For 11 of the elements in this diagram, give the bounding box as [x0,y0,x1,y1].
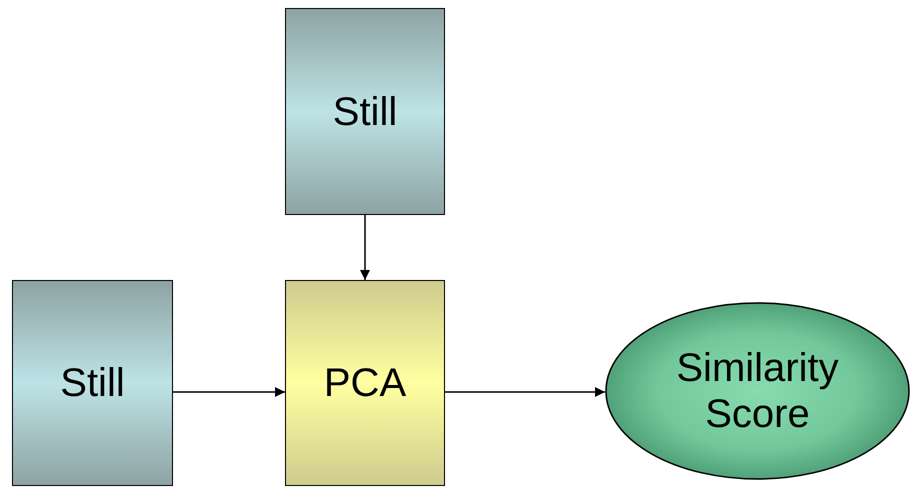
node-label: PCA [322,360,408,406]
process-box [12,280,173,486]
node-label: Still [332,88,398,134]
arrow [360,215,370,280]
process-box [285,8,445,215]
arrow [173,387,285,397]
process-box [285,280,445,486]
node-label: Still [59,360,126,406]
node-label: Similarity Score [675,345,840,437]
arrow [445,387,605,397]
score-ellipse [605,302,910,480]
